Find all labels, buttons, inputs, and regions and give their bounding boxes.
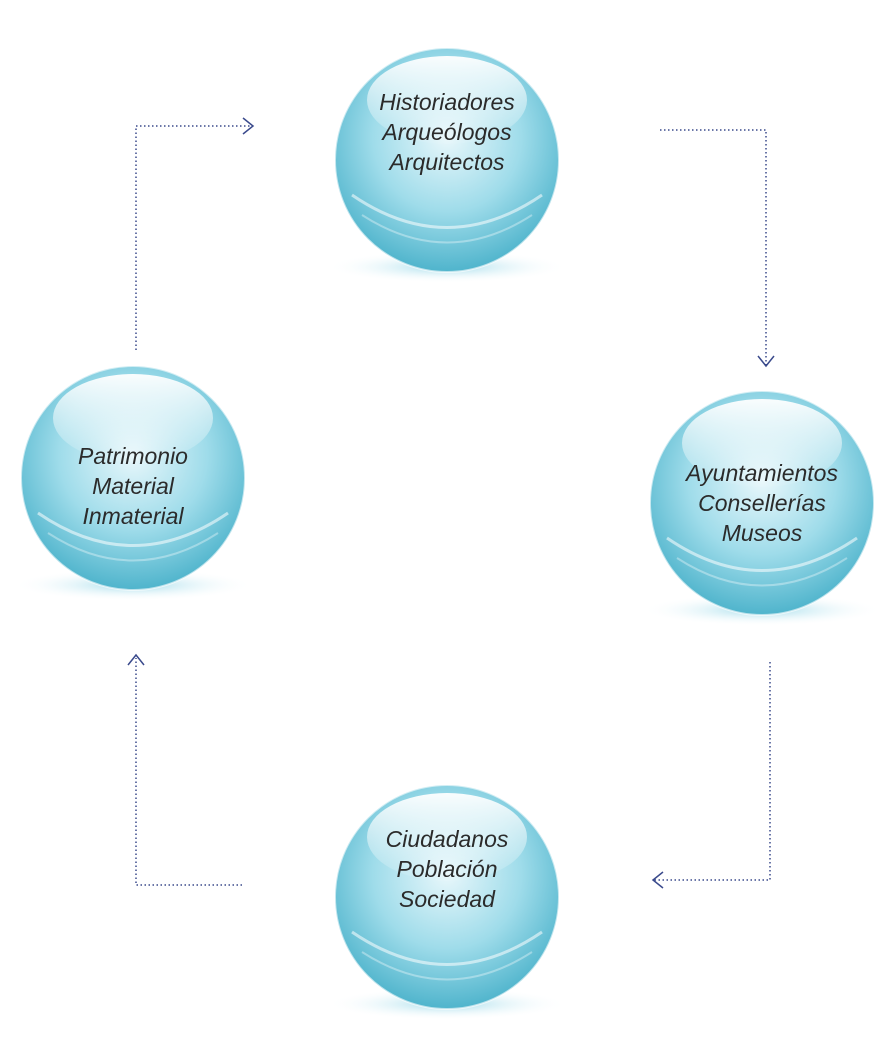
node-label-line: Sociedad xyxy=(399,886,495,912)
node-label: Ayuntamientos Consellerías Museos xyxy=(637,458,878,548)
sphere-icon xyxy=(642,390,878,626)
connector-top-to-right xyxy=(660,129,767,365)
node-label-line: Material xyxy=(92,473,174,499)
node-label-line: Inmaterial xyxy=(82,503,184,529)
connector-right-to-bottom xyxy=(654,662,771,881)
node-label: Historiadores Arqueólogos Arquitectos xyxy=(322,87,572,177)
node-top: Historiadores Arqueólogos Arquitectos xyxy=(322,45,572,285)
sphere-icon xyxy=(327,47,567,283)
node-label-line: Ciudadanos xyxy=(385,826,509,852)
sphere-icon xyxy=(327,784,567,1020)
node-label-line: Arqueólogos xyxy=(382,119,512,145)
node-label-line: Consellerías xyxy=(698,490,826,516)
node-label: Ciudadanos Población Sociedad xyxy=(322,824,572,914)
arrowhead-right-icon xyxy=(242,117,255,135)
arrowhead-up-icon xyxy=(127,653,145,666)
connector-left-to-top xyxy=(135,125,252,350)
node-right: Ayuntamientos Consellerías Museos xyxy=(637,388,878,628)
node-label-line: Patrimonio xyxy=(78,443,188,469)
arrowhead-down-icon xyxy=(757,355,775,368)
arrowhead-left-icon xyxy=(651,871,664,889)
node-left: Patrimonio Material Inmaterial xyxy=(8,363,258,603)
node-label-line: Población xyxy=(396,856,498,882)
node-label-line: Ayuntamientos xyxy=(686,460,838,486)
sphere-icon xyxy=(13,365,253,601)
node-label-line: Historiadores xyxy=(379,89,515,115)
connector-bottom-to-left xyxy=(135,658,242,886)
node-label-line: Arquitectos xyxy=(389,149,505,175)
node-label-line: Museos xyxy=(721,520,803,546)
node-bottom: Ciudadanos Población Sociedad xyxy=(322,782,572,1022)
node-label: Patrimonio Material Inmaterial xyxy=(8,441,258,531)
